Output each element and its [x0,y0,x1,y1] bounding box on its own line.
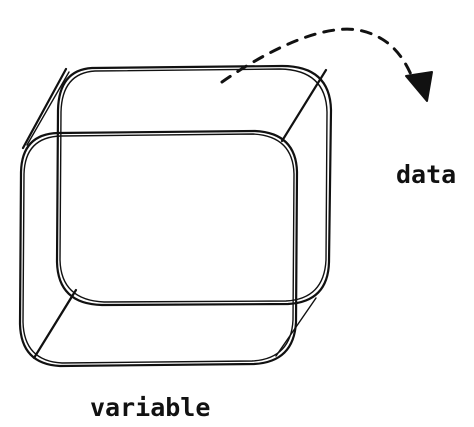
variable-label: variable [90,393,211,422]
box-front-face [18,129,299,368]
data-label: data [396,160,457,189]
box-edges [21,67,328,360]
dashed-curved-arrow-icon [220,27,433,102]
box-back-face [55,64,333,307]
